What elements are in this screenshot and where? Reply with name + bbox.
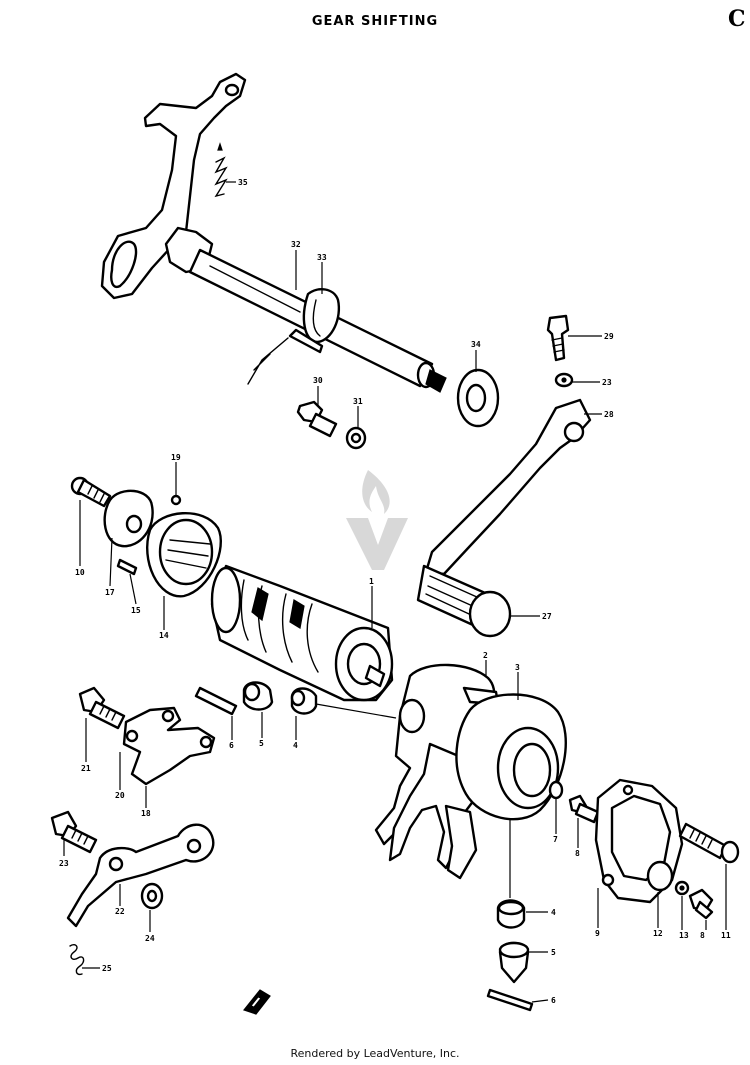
cover-bolt-12-part xyxy=(688,888,714,920)
callout-12: 12 xyxy=(653,929,663,938)
guide-pin-part xyxy=(194,686,238,716)
cam-pin-part-4 xyxy=(290,687,318,715)
fork-shaft-pin-part xyxy=(486,988,534,1012)
callout-15: 15 xyxy=(131,606,141,615)
callout-33: 33 xyxy=(317,253,327,262)
callout-8-lower: 8 xyxy=(700,931,705,940)
callout-labels: 35 32 33 34 30 31 29 23 28 27 1 2 3 19 1… xyxy=(59,178,731,1005)
cover-bolt-part xyxy=(568,794,600,824)
callout-23-upper: 23 xyxy=(602,378,612,387)
callout-1: 1 xyxy=(369,577,374,586)
callout-22: 22 xyxy=(115,907,125,916)
lever-washer-part xyxy=(554,372,574,388)
pin-leader-line xyxy=(315,703,397,719)
shaft-washer-part xyxy=(345,426,367,450)
arm-spring-part xyxy=(69,943,85,976)
callout-35: 35 xyxy=(238,178,248,187)
callout-21: 21 xyxy=(81,764,91,773)
callout-2: 2 xyxy=(483,651,488,660)
lever-bolt-part xyxy=(546,314,570,362)
gearshift-lever-part xyxy=(416,398,592,638)
shaft-bolt-part xyxy=(296,400,338,438)
small-pin-part xyxy=(170,494,182,506)
callout-19: 19 xyxy=(171,453,181,462)
callout-34: 34 xyxy=(471,340,481,349)
gearshift-fork-2-part xyxy=(444,693,567,880)
gearshift-arm-part xyxy=(66,823,215,928)
callout-25: 25 xyxy=(102,964,112,973)
shaft-spring-part xyxy=(214,142,228,198)
callout-14: 14 xyxy=(159,631,169,640)
callout-7: 7 xyxy=(553,835,558,844)
callout-13: 13 xyxy=(679,931,689,940)
callout-4-upper: 4 xyxy=(293,741,298,750)
callout-27: 27 xyxy=(542,612,552,621)
shaft-oil-seal-part xyxy=(425,368,500,428)
stopper-bolt-part xyxy=(78,686,126,730)
corner-mark: C xyxy=(728,6,746,32)
callout-30: 30 xyxy=(313,376,323,385)
footer-credit: Rendered by LeadVenture, Inc. xyxy=(290,1047,460,1060)
shaft-return-spring-part xyxy=(247,288,341,385)
cam-stopper-part xyxy=(122,706,216,786)
cam-pin-bushing-part xyxy=(242,681,274,711)
leader-lines xyxy=(63,181,727,1003)
callout-6-lower: 6 xyxy=(551,996,556,1005)
callout-6-upper: 6 xyxy=(229,741,234,750)
callout-24: 24 xyxy=(145,934,155,943)
cam-bolt-part xyxy=(70,476,112,508)
callout-31: 31 xyxy=(353,397,363,406)
callout-4-lower: 4 xyxy=(551,908,556,917)
callout-11: 11 xyxy=(721,931,731,940)
front-arrow-icon xyxy=(242,989,271,1015)
page-title: GEAR SHIFTING xyxy=(311,14,439,29)
gearshift-cam-part xyxy=(210,564,394,702)
gearshift-shaft-part xyxy=(100,72,436,389)
arm-bolt-part xyxy=(50,810,98,854)
callout-18: 18 xyxy=(141,809,151,818)
callout-28: 28 xyxy=(604,410,614,419)
cam-pin-part xyxy=(116,558,138,576)
callout-17: 17 xyxy=(105,588,115,597)
callout-20: 20 xyxy=(115,791,125,800)
callout-5-lower: 5 xyxy=(551,948,556,957)
watermark-logo-icon xyxy=(346,470,408,570)
callout-5-upper: 5 xyxy=(259,739,264,748)
fork-bushing-part xyxy=(496,899,526,929)
callout-10: 10 xyxy=(75,568,85,577)
cover-long-bolt-part xyxy=(678,822,740,864)
callout-9: 9 xyxy=(595,929,600,938)
callout-23-lower: 23 xyxy=(59,859,69,868)
callout-8-upper: 8 xyxy=(575,849,580,858)
cover-washer-part xyxy=(674,880,690,896)
cam-bearing-part xyxy=(146,512,222,598)
cam-stopper-plate-part xyxy=(103,489,154,548)
callout-32: 32 xyxy=(291,240,301,249)
callout-3: 3 xyxy=(515,663,520,672)
shift-cam-cover-part xyxy=(594,778,684,904)
arm-washer-part xyxy=(140,882,164,910)
callout-29: 29 xyxy=(604,332,614,341)
fork-pin-part xyxy=(498,941,530,984)
